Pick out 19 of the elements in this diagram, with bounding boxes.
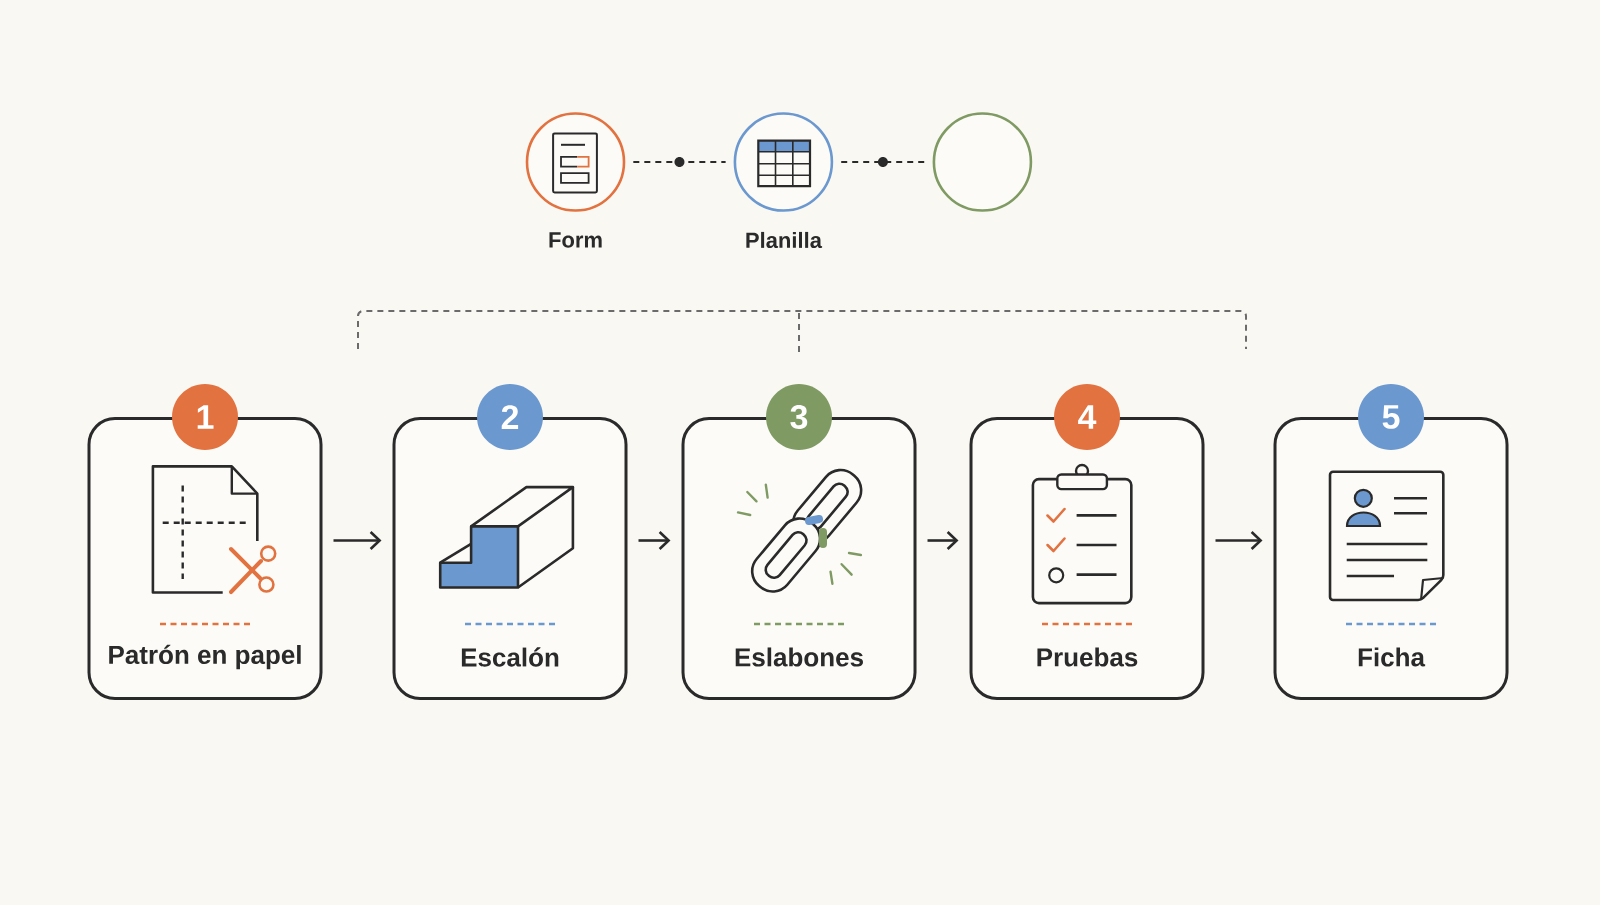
arrow [927,531,959,550]
step-label: Escalón [461,647,559,667]
number-badge: 5 [1358,384,1424,450]
arrow [1215,531,1263,550]
number-badge: 3 [766,384,832,450]
number-badge: 4 [1054,384,1120,450]
step-label: Ficha [1358,647,1426,667]
dashed-connector [632,157,727,167]
arrow [333,531,382,550]
step-label: Patrón en papel [109,644,301,670]
icon-caption: Planilla [746,231,823,249]
number-badge: 2 [477,384,543,450]
empty-circle [932,112,1033,212]
arrow [638,531,671,550]
step-label: Eslabones [735,647,863,667]
dashed-connector [840,157,926,167]
step-label: Pruebas [1037,647,1138,667]
number-badge: 1 [172,384,238,450]
icon-caption: Form [549,232,602,248]
